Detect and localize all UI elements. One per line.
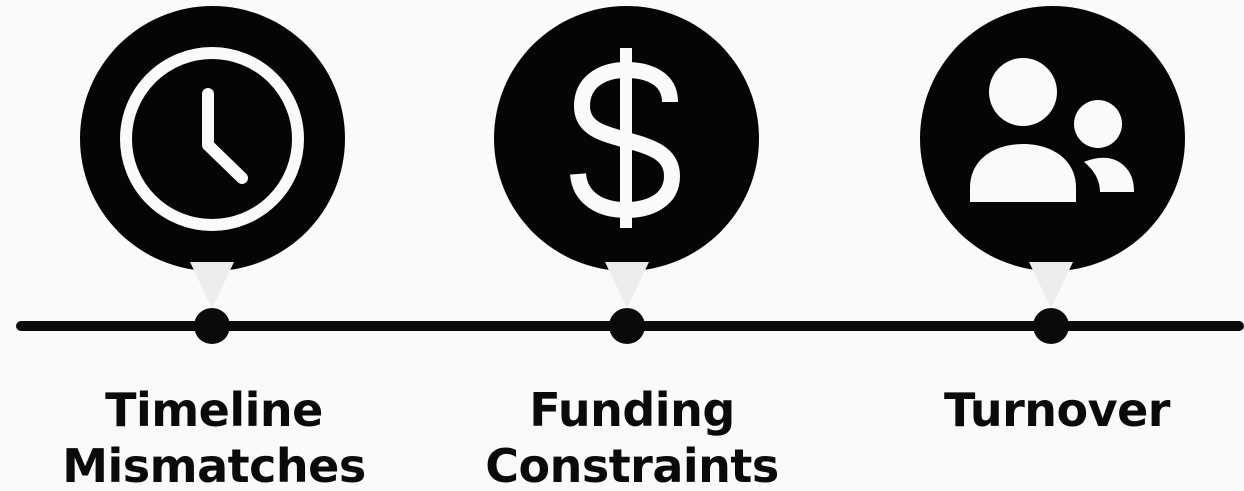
- timeline-node-3: [1033, 308, 1069, 344]
- label-line-2: Constraints: [485, 439, 779, 491]
- clock-pointer: [190, 262, 234, 308]
- label-turnover: Turnover: [877, 382, 1237, 438]
- timeline-node-2: [609, 308, 645, 344]
- label-line-1: Turnover: [944, 383, 1170, 437]
- users-pointer: [1029, 262, 1073, 308]
- dollar-badge: [494, 6, 759, 271]
- label-line-1: Funding: [529, 383, 735, 437]
- label-timeline-mismatches: Timeline Mismatches: [34, 382, 394, 491]
- clock-icon: [120, 47, 304, 231]
- users-icon: [970, 58, 1134, 202]
- users-badge: [920, 6, 1185, 271]
- dollar-pointer: [605, 262, 649, 308]
- clock-badge: [80, 6, 345, 271]
- label-line-2: Mismatches: [62, 439, 366, 491]
- dollar-icon: [570, 48, 681, 228]
- label-line-1: Timeline: [105, 383, 323, 437]
- timeline-node-1: [194, 308, 230, 344]
- label-funding-constraints: Funding Constraints: [452, 382, 812, 491]
